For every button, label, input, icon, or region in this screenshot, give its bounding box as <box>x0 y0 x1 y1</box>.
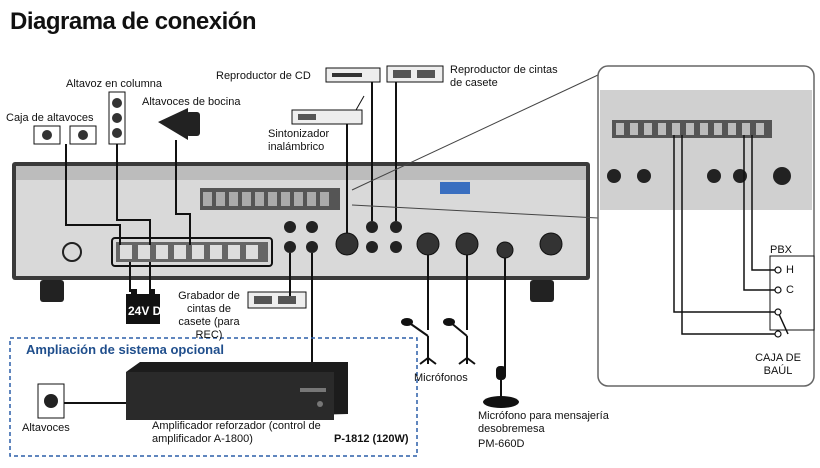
microphones-label: Micrófonos <box>414 372 468 384</box>
horn-speaker-device <box>158 108 200 140</box>
pin-c-label: C <box>786 284 794 296</box>
cd-player-label: Reproductor de CD <box>216 70 311 82</box>
booster-model: P-1812 (120W) <box>334 433 409 445</box>
speaker-box-label: Caja de altavoces <box>6 112 94 124</box>
cassette-recorder-device <box>247 291 307 309</box>
booster-label: Amplificador reforzador (control de ampl… <box>152 420 321 445</box>
speaker-device <box>37 383 65 419</box>
cassette-player-device <box>386 65 444 83</box>
microphone-1 <box>407 321 437 365</box>
zoom-inset <box>597 65 815 387</box>
microphone-2 <box>449 321 476 365</box>
speaker-box-device <box>33 125 97 145</box>
desk-mic-label: Micrófono para mensajería desobremesa <box>478 410 609 435</box>
speaker-label: Altavoces <box>22 422 70 434</box>
pin-h-label: H <box>786 264 794 276</box>
desk-mic-model: PM-660D <box>478 438 525 450</box>
column-speaker-label: Altavoz en columna <box>66 78 162 90</box>
desk-microphone <box>483 366 519 408</box>
trunk-box-label: CAJA DE BAÚL <box>755 352 801 377</box>
cassette-player-label: Reproductor de cintas de casete <box>450 64 558 89</box>
battery-device <box>126 289 160 324</box>
zoom-lines <box>351 74 599 219</box>
page-title: Diagrama de conexión <box>10 8 257 35</box>
optional-expansion-box <box>9 337 418 457</box>
column-speaker-device <box>108 91 126 145</box>
battery-label: 24V DC <box>128 304 171 318</box>
cassette-recorder-label: Grabador de cintas de casete (para REC) <box>178 290 240 341</box>
optional-expansion-title: Ampliación de sistema opcional <box>26 342 224 357</box>
horn-speakers-label: Altavoces de bocina <box>142 96 241 108</box>
booster-amplifier-device <box>126 362 348 420</box>
connection-wires <box>64 82 506 404</box>
wireless-tuner-label: Sintonizador inalámbrico <box>268 128 330 153</box>
wireless-tuner-device <box>291 95 365 125</box>
pbx-label: PBX <box>770 244 793 256</box>
amplifier-rear-panel <box>12 162 590 302</box>
cd-player-device <box>325 67 381 83</box>
